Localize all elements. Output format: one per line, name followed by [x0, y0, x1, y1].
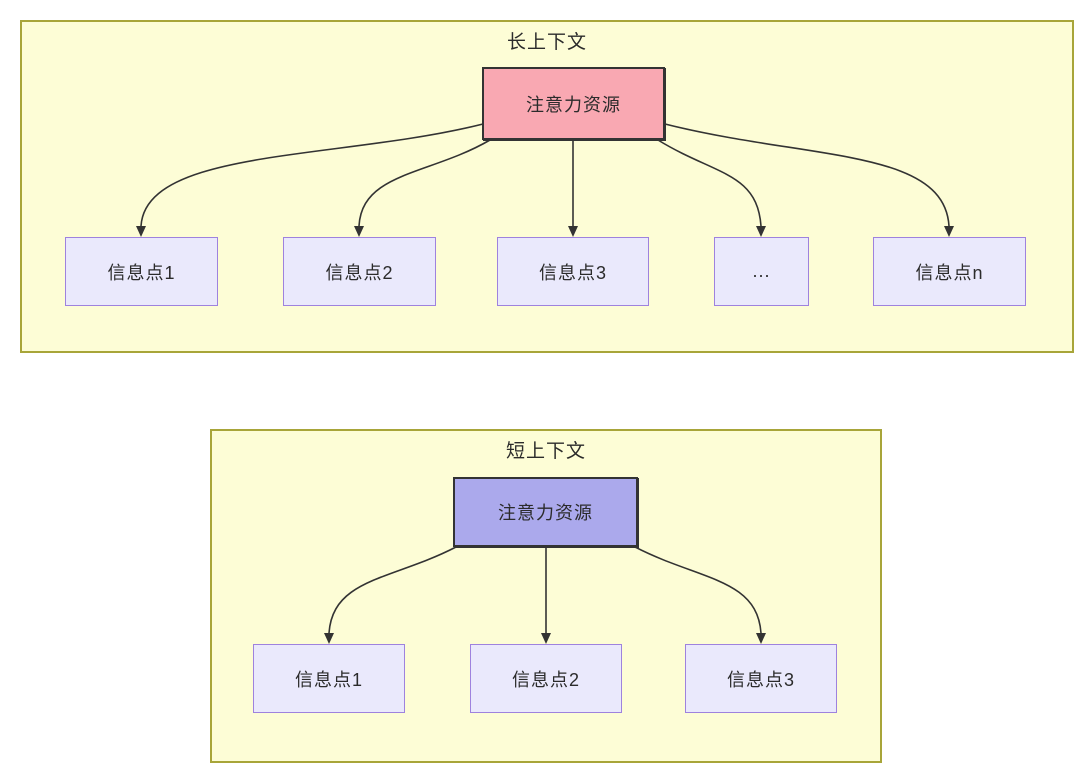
short-attention-resource-node: 注意力资源: [453, 477, 638, 547]
long-info-node-3: 信息点3: [497, 237, 649, 306]
long-info-label-n: 信息点n: [915, 262, 984, 283]
long-context-title: 长上下文: [506, 32, 587, 53]
short-info-label-3: 信息点3: [726, 669, 795, 690]
long-info-node-n: 信息点n: [873, 237, 1026, 306]
long-info-node-1: 信息点1: [65, 237, 218, 306]
long-info-node-2: 信息点2: [283, 237, 436, 306]
short-info-node-3: 信息点3: [685, 644, 837, 713]
long-info-label-1: 信息点1: [107, 262, 176, 283]
short-info-label-1: 信息点1: [294, 669, 363, 690]
short-context-title: 短上下文: [505, 441, 586, 462]
short-info-node-2: 信息点2: [470, 644, 622, 713]
long-attention-resource-node: 注意力资源: [482, 67, 665, 140]
long-attention-resource-label: 注意力资源: [526, 94, 621, 115]
long-info-node-ellipsis: ...: [714, 237, 809, 306]
short-info-label-2: 信息点2: [511, 669, 580, 690]
short-info-node-1: 信息点1: [253, 644, 405, 713]
long-info-label-2: 信息点2: [325, 262, 394, 283]
short-attention-resource-label: 注意力资源: [498, 503, 593, 523]
long-info-label-3: 信息点3: [538, 262, 607, 283]
long-info-label-ellipsis: ...: [752, 261, 771, 281]
